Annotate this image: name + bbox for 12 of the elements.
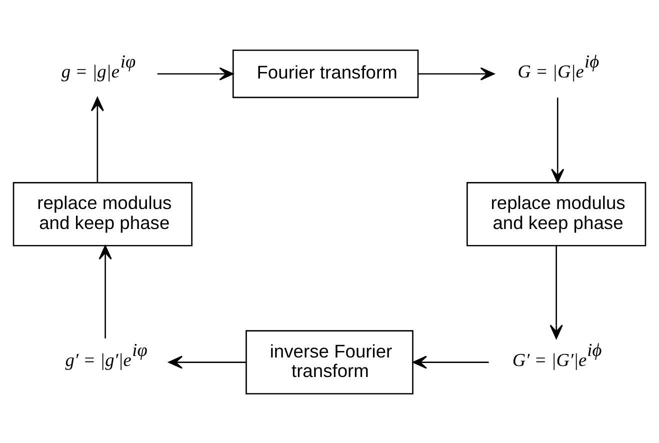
arrow xyxy=(157,66,234,80)
arrow xyxy=(551,97,564,182)
arrow xyxy=(418,66,495,80)
arrow xyxy=(90,96,104,182)
node-box: inverse Fourier transform xyxy=(246,330,414,394)
node-box: replace modulus and keep phase xyxy=(12,182,192,246)
arrow xyxy=(412,355,489,368)
arrow xyxy=(550,245,563,338)
node-box: Fourier transform xyxy=(232,49,419,98)
arrow xyxy=(168,355,246,368)
arrow xyxy=(98,244,112,338)
node-box: replace modulus and keep phase xyxy=(466,182,646,246)
